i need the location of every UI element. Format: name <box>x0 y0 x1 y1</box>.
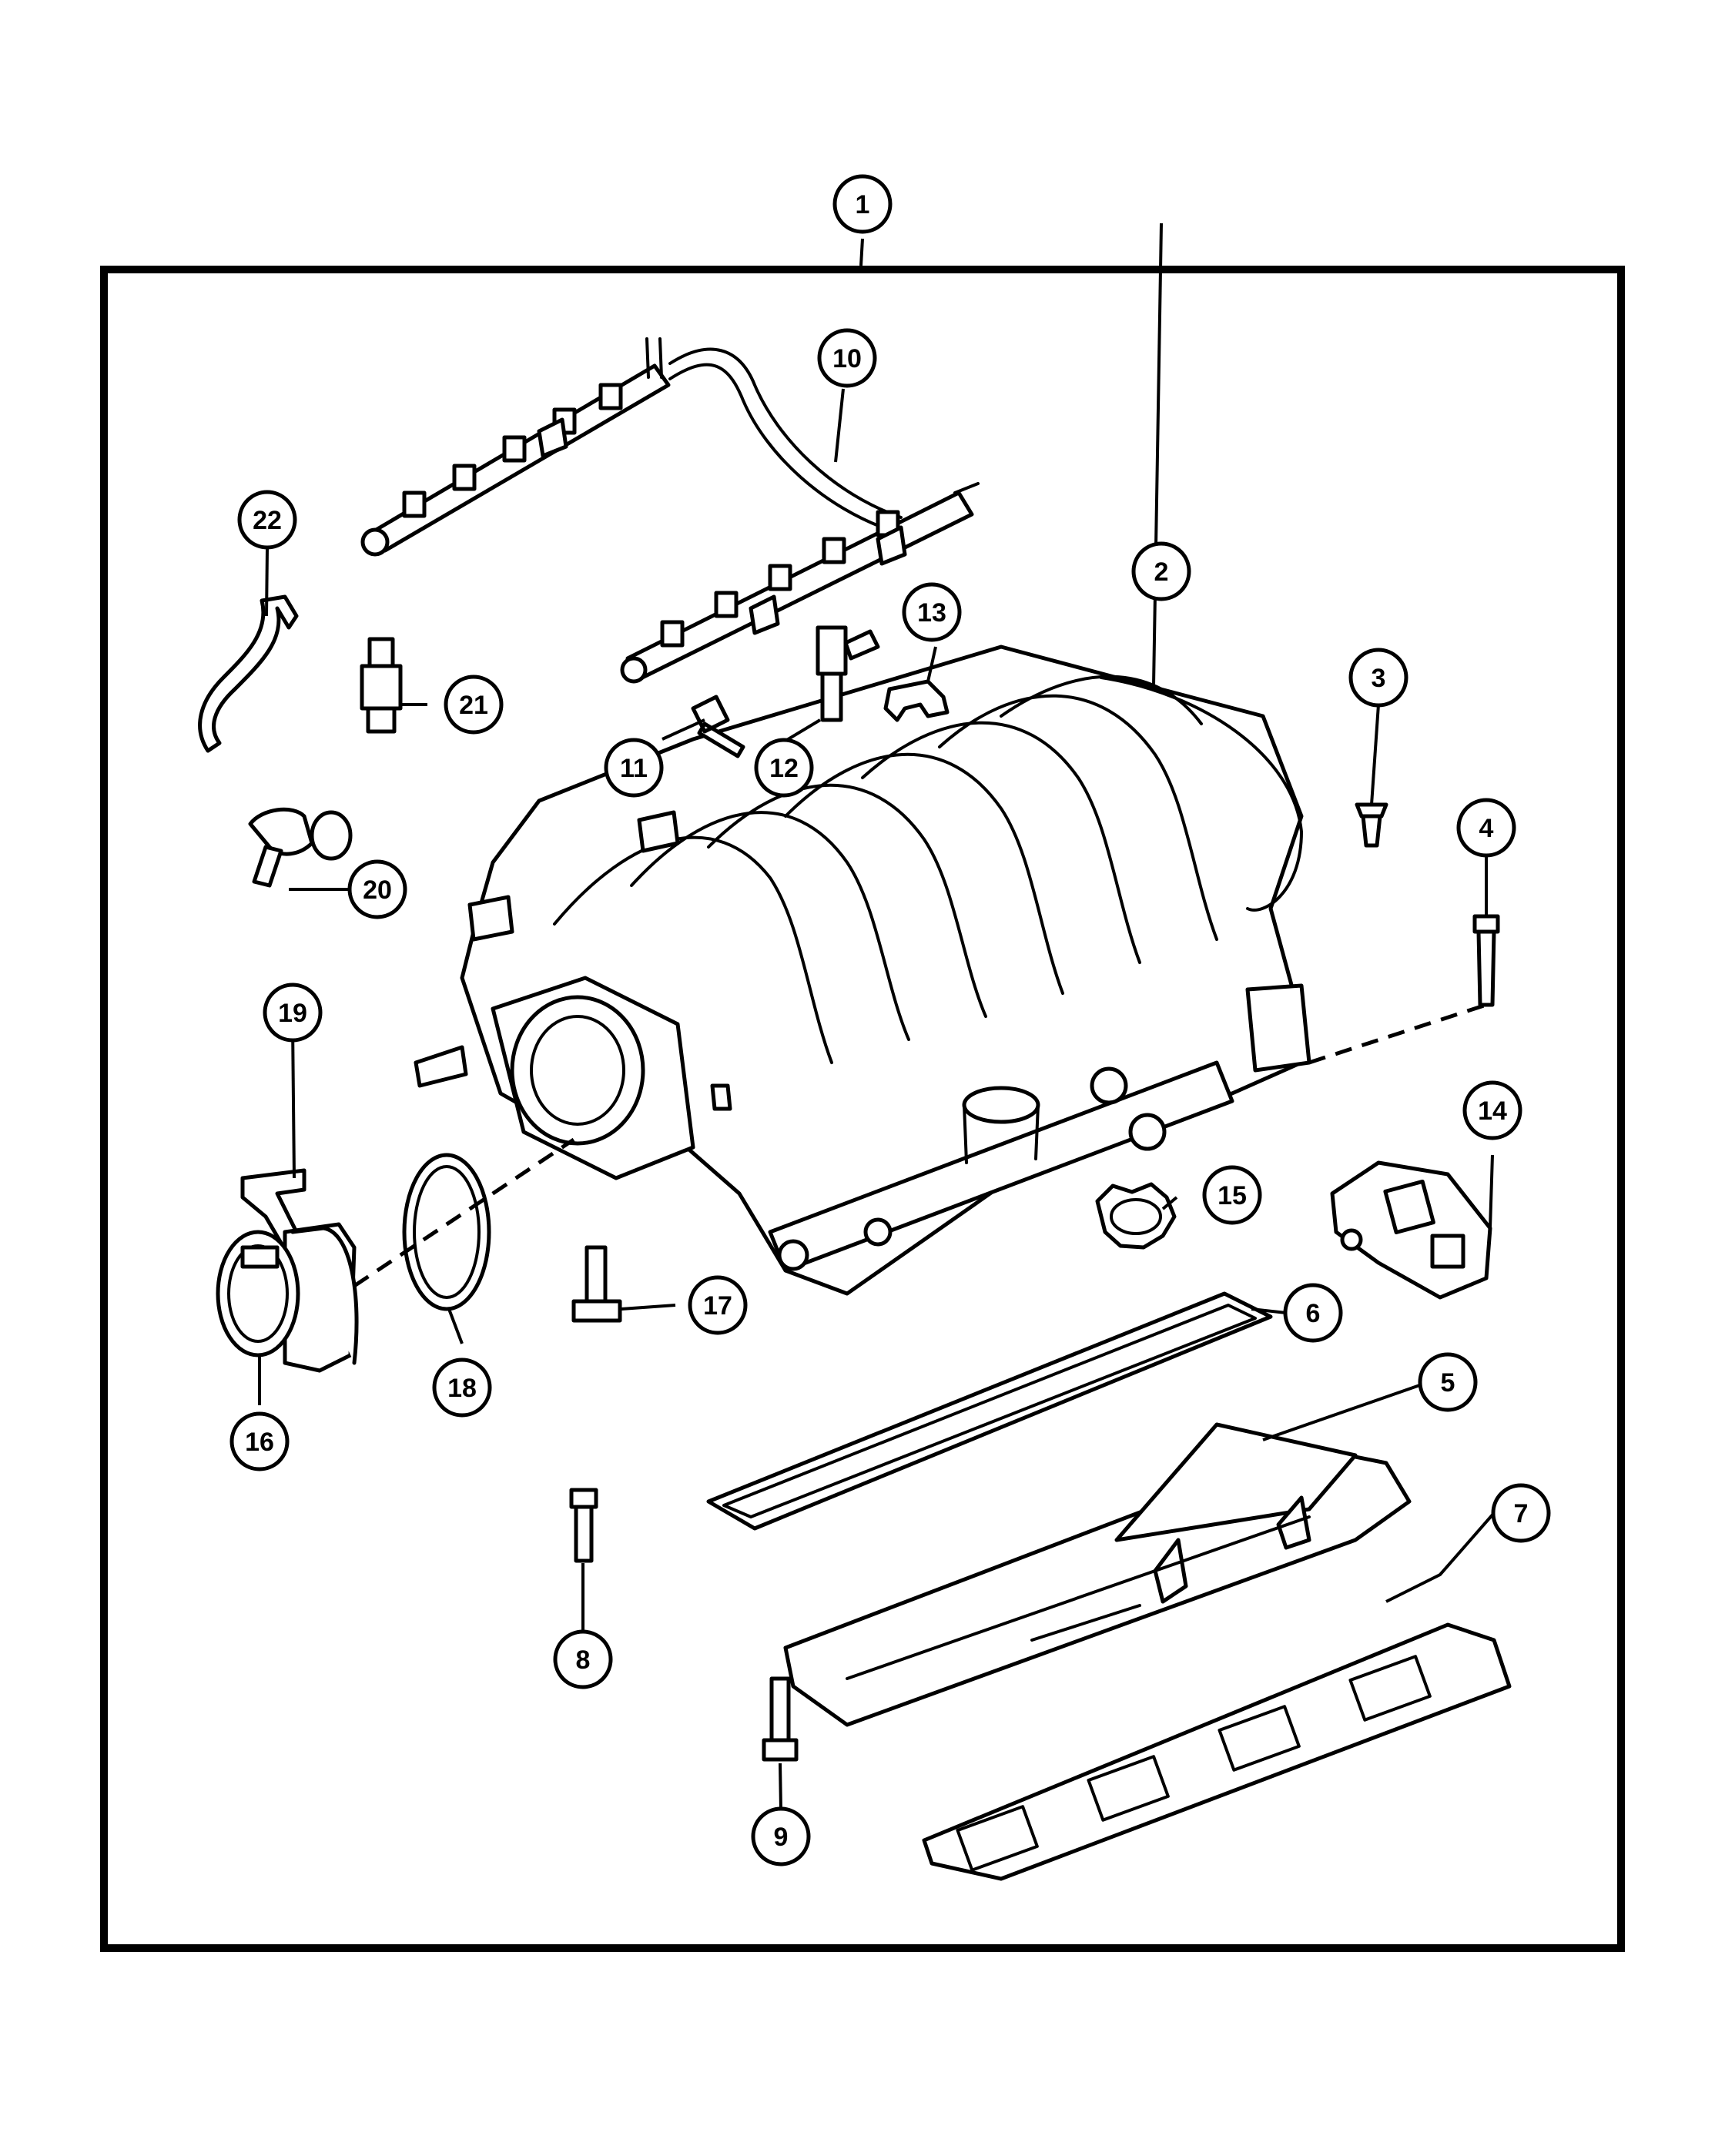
callout-22: 22 <box>237 490 297 550</box>
tray-bolt-illustration <box>762 1676 799 1762</box>
callout-4: 4 <box>1456 798 1516 858</box>
callout-number: 12 <box>769 754 799 783</box>
manifold-tray-illustration <box>783 1422 1412 1727</box>
leader-lines <box>258 223 1496 1810</box>
callout-9: 9 <box>751 1806 811 1866</box>
callout-number: 15 <box>1218 1181 1247 1210</box>
callout-number: 2 <box>1154 557 1169 587</box>
callout-number: 1 <box>856 190 870 219</box>
callout-number: 16 <box>245 1428 274 1457</box>
vacuum-fitting-illustration <box>248 807 353 888</box>
callout-18: 18 <box>432 1358 492 1418</box>
callout-8: 8 <box>553 1629 613 1689</box>
diagram-frame <box>100 266 1625 1952</box>
callout-number: 20 <box>363 875 392 905</box>
upper-gasket-illustration <box>706 1291 1273 1531</box>
lower-gasket-illustration <box>922 1622 1512 1881</box>
callout-15: 15 <box>1202 1165 1262 1225</box>
callout-number: 6 <box>1306 1299 1321 1328</box>
callout-number: 19 <box>278 999 307 1028</box>
intake-manifold-illustration <box>414 644 1311 1296</box>
fuel-injector-illustration <box>816 625 880 722</box>
callout-number: 13 <box>917 598 946 628</box>
throttle-body-seal-illustration <box>402 1153 491 1311</box>
callout-10: 10 <box>817 328 877 388</box>
callout-1: 1 <box>832 174 893 234</box>
callout-5: 5 <box>1418 1352 1478 1412</box>
fuel-rail-illustration <box>360 337 980 684</box>
callout-number: 17 <box>703 1291 732 1321</box>
callout-number: 9 <box>774 1823 789 1852</box>
callout-number: 5 <box>1441 1368 1455 1398</box>
callout-number: 4 <box>1479 814 1494 843</box>
throttle-body-bolt-illustration <box>571 1245 622 1323</box>
callout-number: 7 <box>1514 1499 1529 1528</box>
callout-12: 12 <box>754 738 814 798</box>
callout-21: 21 <box>444 675 504 735</box>
callout-number: 22 <box>253 506 282 535</box>
oil-fill-cap-illustration <box>1095 1182 1177 1250</box>
callout-11: 11 <box>604 738 664 798</box>
callout-7: 7 <box>1491 1483 1551 1543</box>
pcv-hose-illustration <box>198 594 299 753</box>
map-sensor-illustration <box>1330 1160 1492 1300</box>
callout-13: 13 <box>902 582 962 642</box>
callout-17: 17 <box>688 1275 748 1335</box>
stud-install-line <box>1308 1003 1487 1065</box>
callout-number: 10 <box>832 344 862 373</box>
callout-number: 21 <box>459 691 488 720</box>
callout-number: 18 <box>447 1374 477 1403</box>
callout-19: 19 <box>263 983 323 1043</box>
callout-20: 20 <box>347 859 407 919</box>
callout-6: 6 <box>1283 1283 1343 1343</box>
manifold-stud-illustration <box>1472 914 1500 1007</box>
callout-2: 2 <box>1131 541 1191 601</box>
pcv-fitting-illustration <box>1355 802 1388 848</box>
throttle-body-illustration <box>216 1222 359 1373</box>
callout-number: 8 <box>576 1645 591 1675</box>
pcv-valve-illustration <box>360 637 403 734</box>
callout-3: 3 <box>1348 648 1408 708</box>
throttle-body-install-line <box>353 1137 575 1288</box>
callout-number: 11 <box>620 754 648 783</box>
callout-number: 14 <box>1478 1096 1507 1126</box>
callout-16: 16 <box>229 1411 290 1471</box>
tray-stud-illustration <box>569 1488 598 1563</box>
callout-number: 3 <box>1372 664 1386 693</box>
injector-clip-illustration <box>883 679 950 722</box>
callout-14: 14 <box>1462 1080 1522 1140</box>
rail-bolt-illustration <box>691 695 745 758</box>
